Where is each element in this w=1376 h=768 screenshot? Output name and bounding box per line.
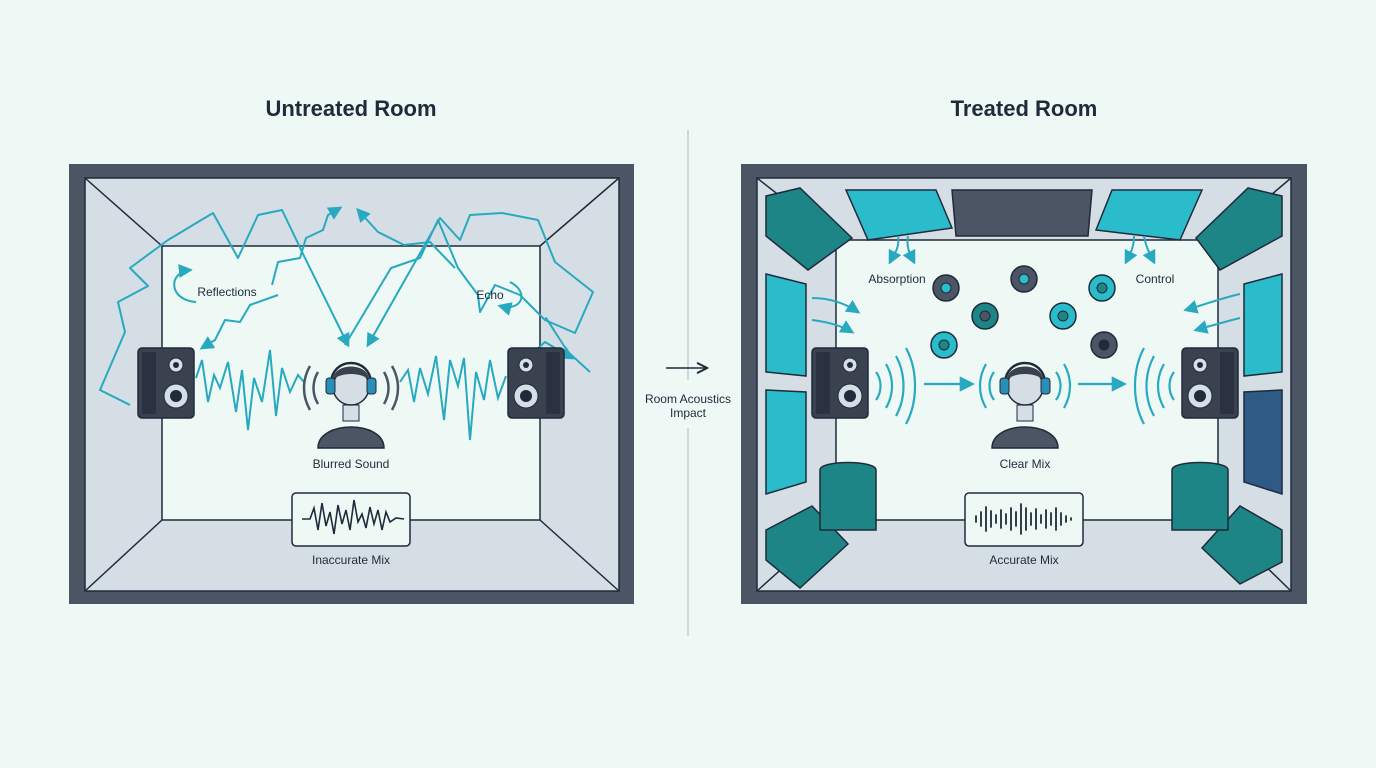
echo-label: Echo xyxy=(476,288,504,302)
untreated-room xyxy=(69,164,634,604)
listener-clear xyxy=(991,361,1059,449)
listener-blurred xyxy=(302,361,400,449)
reflection-paths xyxy=(99,206,594,406)
left-jagged-wave xyxy=(195,349,305,431)
blurred-sound-label: Blurred Sound xyxy=(312,457,390,471)
absorption-arrows xyxy=(811,235,1241,334)
reflections-label: Reflections xyxy=(197,285,257,299)
bass-traps xyxy=(765,187,1283,589)
absorption-label: Absorption xyxy=(868,272,926,286)
untreated-room-title: Untreated Room xyxy=(265,96,437,121)
right-jagged-wave xyxy=(399,355,507,441)
accurate-mix-label: Accurate Mix xyxy=(989,553,1059,567)
diffusers xyxy=(930,265,1118,359)
treated-room xyxy=(741,164,1307,604)
control-label: Control xyxy=(1135,272,1175,286)
wall-panels xyxy=(765,273,1283,496)
center-label-line1: Room Acoustics xyxy=(644,392,732,406)
inaccurate-mix-label: Inaccurate Mix xyxy=(311,553,391,567)
right-speaker xyxy=(507,347,565,419)
perspective-lines xyxy=(84,177,620,592)
right-speaker xyxy=(1181,347,1239,419)
left-speaker xyxy=(137,347,195,419)
accurate-mix-display xyxy=(964,492,1084,547)
treated-room-title: Treated Room xyxy=(950,96,1098,121)
clean-waves xyxy=(875,347,1175,425)
center-label-line2: Impact xyxy=(669,406,706,420)
inaccurate-mix-display xyxy=(291,492,411,547)
ceiling-panels xyxy=(844,189,1204,241)
room-acoustics-impact-label: Room Acoustics Impact xyxy=(628,392,748,420)
left-speaker xyxy=(811,347,869,419)
clear-mix-label: Clear Mix xyxy=(999,457,1051,471)
